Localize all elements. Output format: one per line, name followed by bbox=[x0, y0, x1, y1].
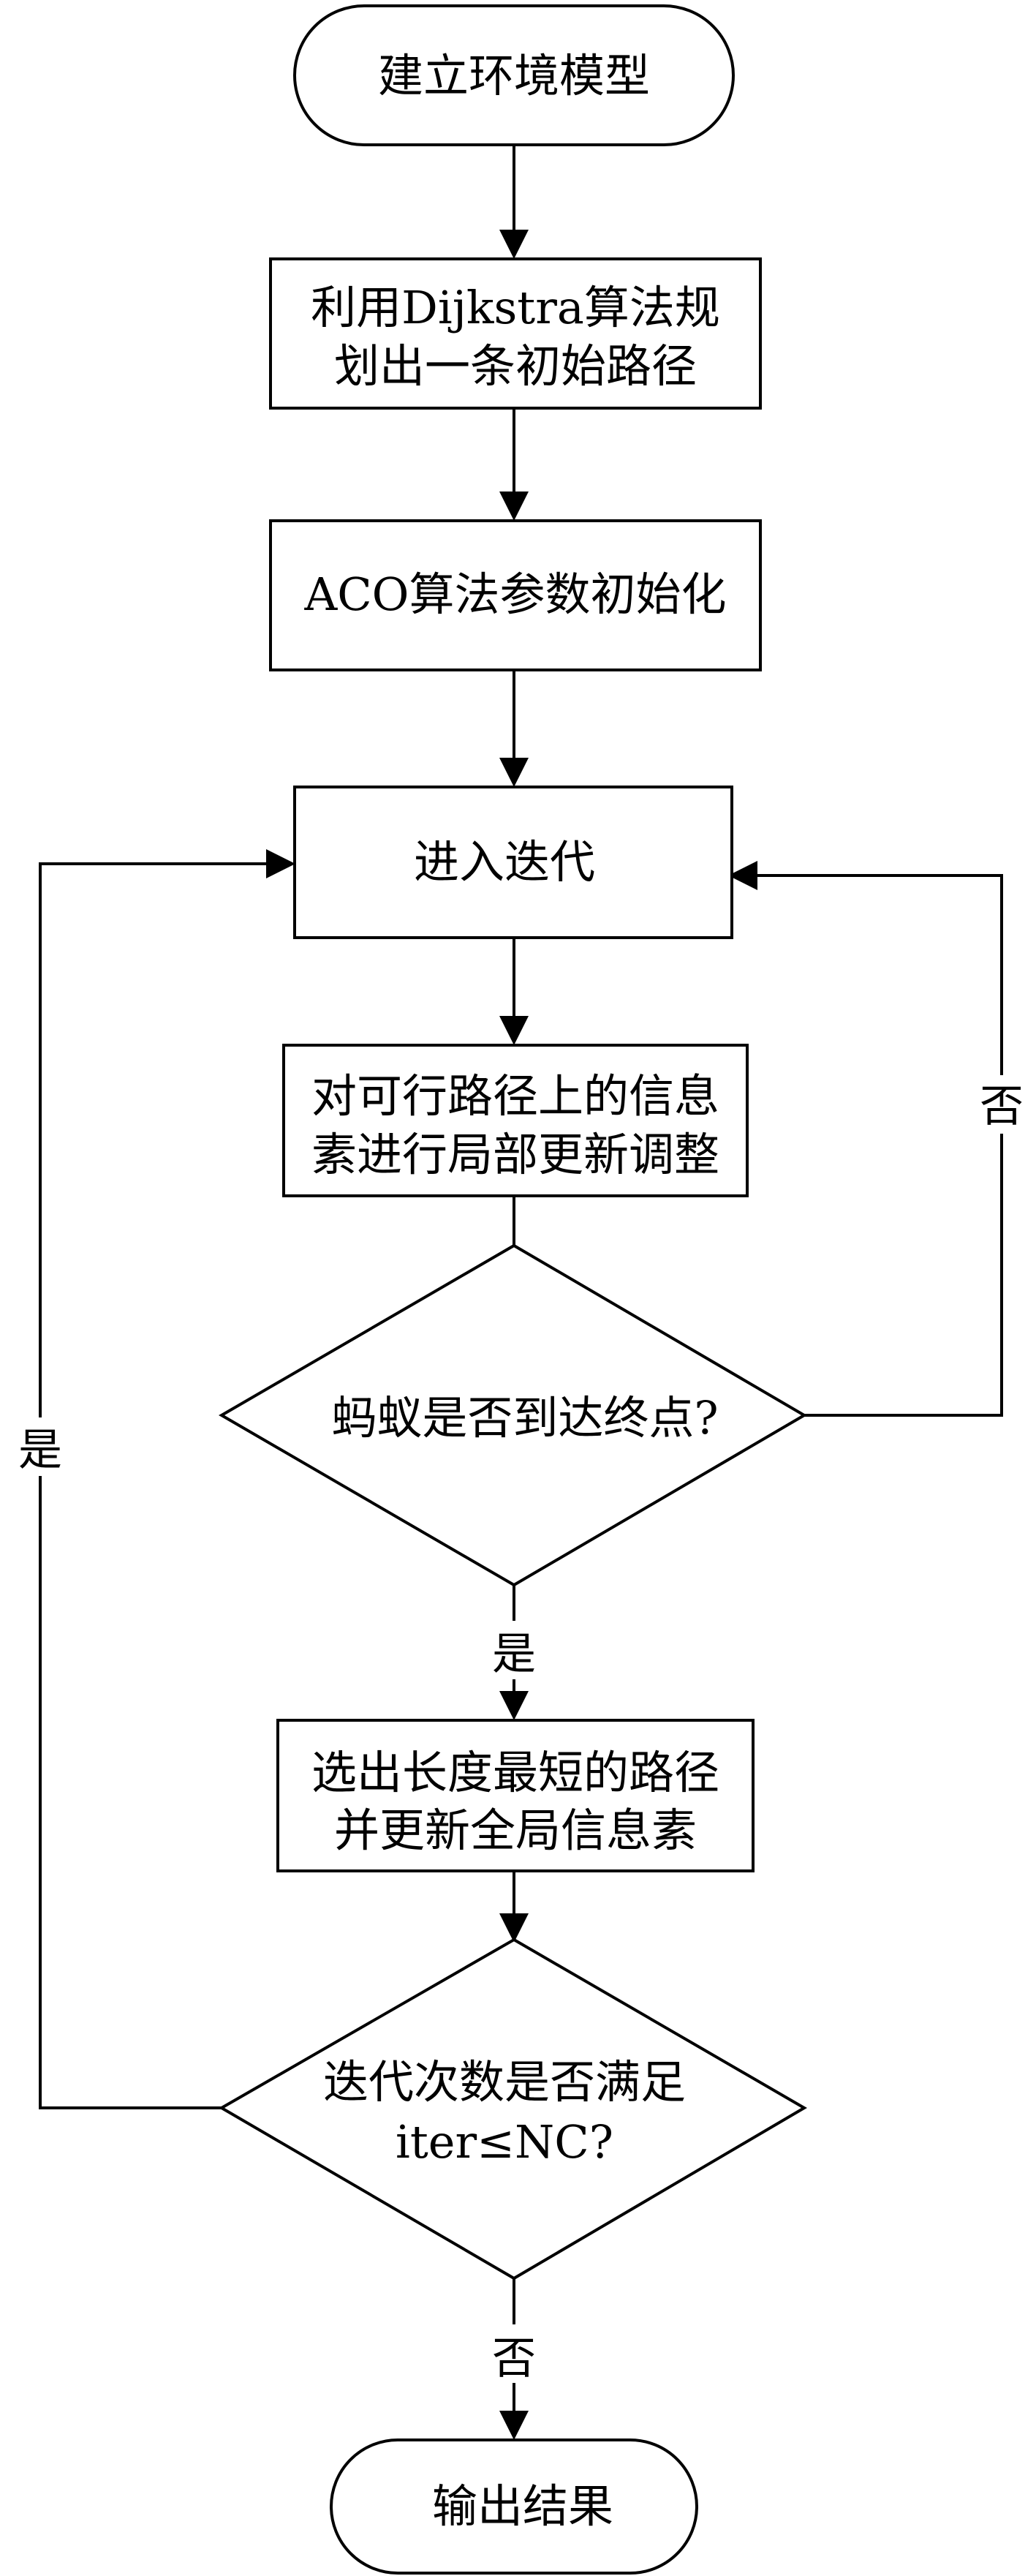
edge-labels: 否 是 是 否 bbox=[16, 1075, 1025, 2384]
edges bbox=[39, 146, 1003, 2440]
select-shortest-process-box bbox=[276, 1719, 755, 1872]
ant-end-label: 蚂蚁是否到达终点? bbox=[331, 1391, 718, 1445]
iter-check-no-label-bg bbox=[490, 2324, 538, 2383]
select-shortest-label-line-1: 选出长度最短的路径 bbox=[311, 1746, 719, 1799]
aco-init-label: ACO算法参数初始化 bbox=[303, 568, 726, 621]
aco-init-process-box bbox=[269, 519, 762, 671]
ant-end-no-label: 否 bbox=[980, 1081, 1024, 1132]
start-label: 建立环境模型 bbox=[378, 49, 650, 102]
node-dijkstra: 利用Dijkstra算法规 划出一条初始路径 bbox=[269, 257, 762, 410]
node-aco-init: ACO算法参数初始化 bbox=[269, 519, 762, 671]
iterate-process-box bbox=[293, 786, 733, 939]
local-update-label-line-2: 素进行局部更新调整 bbox=[311, 1128, 719, 1181]
start-terminator bbox=[293, 4, 735, 146]
node-ant-end: 蚂蚁是否到达终点? bbox=[219, 1243, 807, 1587]
node-local-update: 对可行路径上的信息 素进行局部更新调整 bbox=[282, 1044, 749, 1197]
output-terminator bbox=[330, 2438, 698, 2575]
ant-end-no-label-bg bbox=[978, 1075, 1025, 1134]
edge-itercheck-yes-loop bbox=[39, 849, 295, 2109]
node-select-shortest: 选出长度最短的路径 并更新全局信息素 bbox=[276, 1719, 755, 1872]
output-label: 输出结果 bbox=[432, 2479, 613, 2533]
node-iter-check: 迭代次数是否满足 iter≤NC? bbox=[219, 1937, 807, 2281]
iter-check-yes-label: 是 bbox=[18, 1425, 62, 1476]
iter-check-label-line-2: iter≤NC? bbox=[396, 2115, 613, 2169]
iter-check-yes-label-bg bbox=[16, 1417, 64, 1476]
select-shortest-label-line-2: 并更新全局信息素 bbox=[334, 1804, 697, 1857]
dijkstra-process-box bbox=[269, 257, 762, 410]
local-update-label-line-1: 对可行路径上的信息 bbox=[311, 1069, 719, 1123]
node-output: 输出结果 bbox=[330, 2438, 698, 2575]
ant-end-yes-label: 是 bbox=[492, 1629, 536, 1680]
node-start: 建立环境模型 bbox=[293, 4, 735, 146]
local-update-process-box bbox=[282, 1044, 749, 1197]
iterate-label: 进入迭代 bbox=[414, 835, 595, 889]
dijkstra-label-line-1: 利用Dijkstra算法规 bbox=[311, 281, 720, 334]
iter-check-decision-diamond bbox=[219, 1937, 807, 2281]
ant-end-decision-diamond bbox=[219, 1243, 807, 1587]
iter-check-label-line-1: 迭代次数是否满足 bbox=[323, 2055, 686, 2109]
dijkstra-label-line-2: 划出一条初始路径 bbox=[334, 339, 697, 393]
ant-end-yes-label-bg bbox=[490, 1621, 538, 1679]
edge-antend-no-loop bbox=[728, 861, 1003, 1417]
iter-check-no-label: 否 bbox=[492, 2333, 536, 2384]
node-iterate: 进入迭代 bbox=[293, 786, 733, 939]
